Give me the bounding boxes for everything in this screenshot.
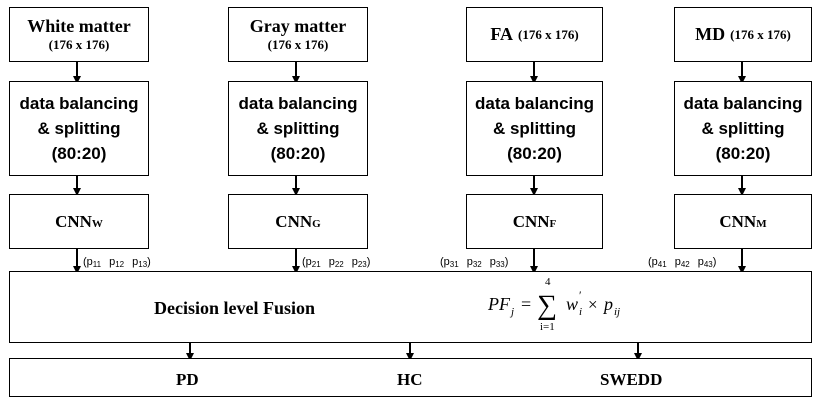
output-label-pd: PD [176, 370, 199, 389]
balancing-line-3: (80:20) [51, 144, 107, 163]
output-box [9, 358, 812, 397]
prob-index: 43 [703, 260, 713, 269]
input-size: (176 x 176) [730, 26, 791, 42]
balancing-line-1: data balancing [474, 94, 595, 113]
formula-sigma: ∑ [537, 290, 557, 321]
formula-sum-upper: 4 [545, 276, 551, 288]
balancing-box-4: data balancing & splitting (80:20) [674, 81, 812, 176]
input-size: (176 x 176) [48, 37, 110, 52]
input-box-white-matter: White matter (176 x 176) [9, 7, 149, 62]
prob-index: 32 [472, 260, 482, 269]
prob-index: 33 [495, 260, 505, 269]
prob-index: 12 [115, 260, 125, 269]
balancing-line-1: data balancing [238, 94, 358, 113]
fusion-box [9, 271, 812, 343]
formula-prime: ′ [579, 288, 582, 302]
prob-index: 31 [449, 260, 459, 269]
cnn-box-md: CNNM [674, 194, 812, 249]
cnn-base: CNN [719, 211, 757, 231]
balancing-line-3: (80:20) [270, 144, 326, 163]
cnn-label: CNNG [275, 212, 320, 232]
cnn-sub: W [91, 217, 103, 230]
formula-times: × [588, 295, 598, 314]
balancing-line-1: data balancing [683, 94, 803, 113]
balancing-box-1: data balancing & splitting (80:20) [9, 81, 149, 176]
cnn-base: CNN [512, 211, 550, 231]
input-box-fa: FA (176 x 176) [466, 7, 603, 62]
formula-p: p [602, 294, 613, 314]
cnn-box-fa: CNNF [466, 194, 603, 249]
prob-index: 21 [311, 260, 321, 269]
input-label: Gray matter [249, 16, 347, 36]
prob-index: 23 [357, 260, 367, 269]
input-size: (176 x 176) [267, 37, 329, 52]
balancing-line-2: & splitting [256, 119, 340, 138]
cnn-sub: G [312, 217, 321, 230]
cnn-label: CNNW [55, 212, 103, 232]
output-label-swedd: SWEDD [600, 370, 663, 389]
input-label: MD [695, 24, 726, 44]
input-label: White matter [27, 16, 131, 36]
prob-index: 42 [680, 260, 690, 269]
prob-index: 13 [138, 260, 148, 269]
cnn-base: CNN [275, 211, 313, 231]
formula-weight-sub: i [579, 306, 582, 318]
cnn-sub: M [756, 217, 767, 230]
balancing-line-2: & splitting [492, 119, 577, 138]
balancing-line-1: data balancing [19, 94, 139, 113]
cnn-sub: F [549, 217, 557, 230]
prob-index: 11 [92, 260, 102, 269]
formula-weight: w [566, 294, 578, 314]
prob-index: 22 [334, 260, 344, 269]
cnn-box-gray: CNNG [228, 194, 368, 249]
cnn-label: CNNM [719, 212, 766, 232]
formula-lhs-sub: j [509, 306, 514, 318]
balancing-line-2: & splitting [701, 119, 785, 138]
balancing-line-3: (80:20) [715, 144, 771, 163]
balancing-line-3: (80:20) [507, 144, 562, 163]
cnn-base: CNN [55, 211, 92, 231]
output-label-hc: HC [397, 370, 423, 389]
formula-equals: = [521, 294, 531, 314]
balancing-box-2: data balancing & splitting (80:20) [228, 81, 368, 176]
input-box-md: MD (176 x 176) [674, 7, 812, 62]
fusion-formula: PF j = 4 ∑ i=1 w ′ i × p ij [487, 276, 620, 333]
prob-index: 41 [657, 260, 667, 269]
cnn-label: CNNF [513, 212, 557, 232]
input-size: (176 x 176) [518, 26, 579, 42]
cnn-box-white: CNNW [9, 194, 149, 249]
formula-p-sub: ij [614, 306, 620, 318]
formula-sum-lower: i=1 [540, 321, 555, 333]
fusion-title: Decision level Fusion [154, 298, 315, 318]
input-box-gray-matter: Gray matter (176 x 176) [228, 7, 368, 62]
balancing-line-2: & splitting [37, 119, 121, 138]
balancing-box-3: data balancing & splitting (80:20) [466, 81, 603, 176]
input-label: FA [490, 24, 513, 44]
formula-lhs: PF [487, 294, 511, 314]
